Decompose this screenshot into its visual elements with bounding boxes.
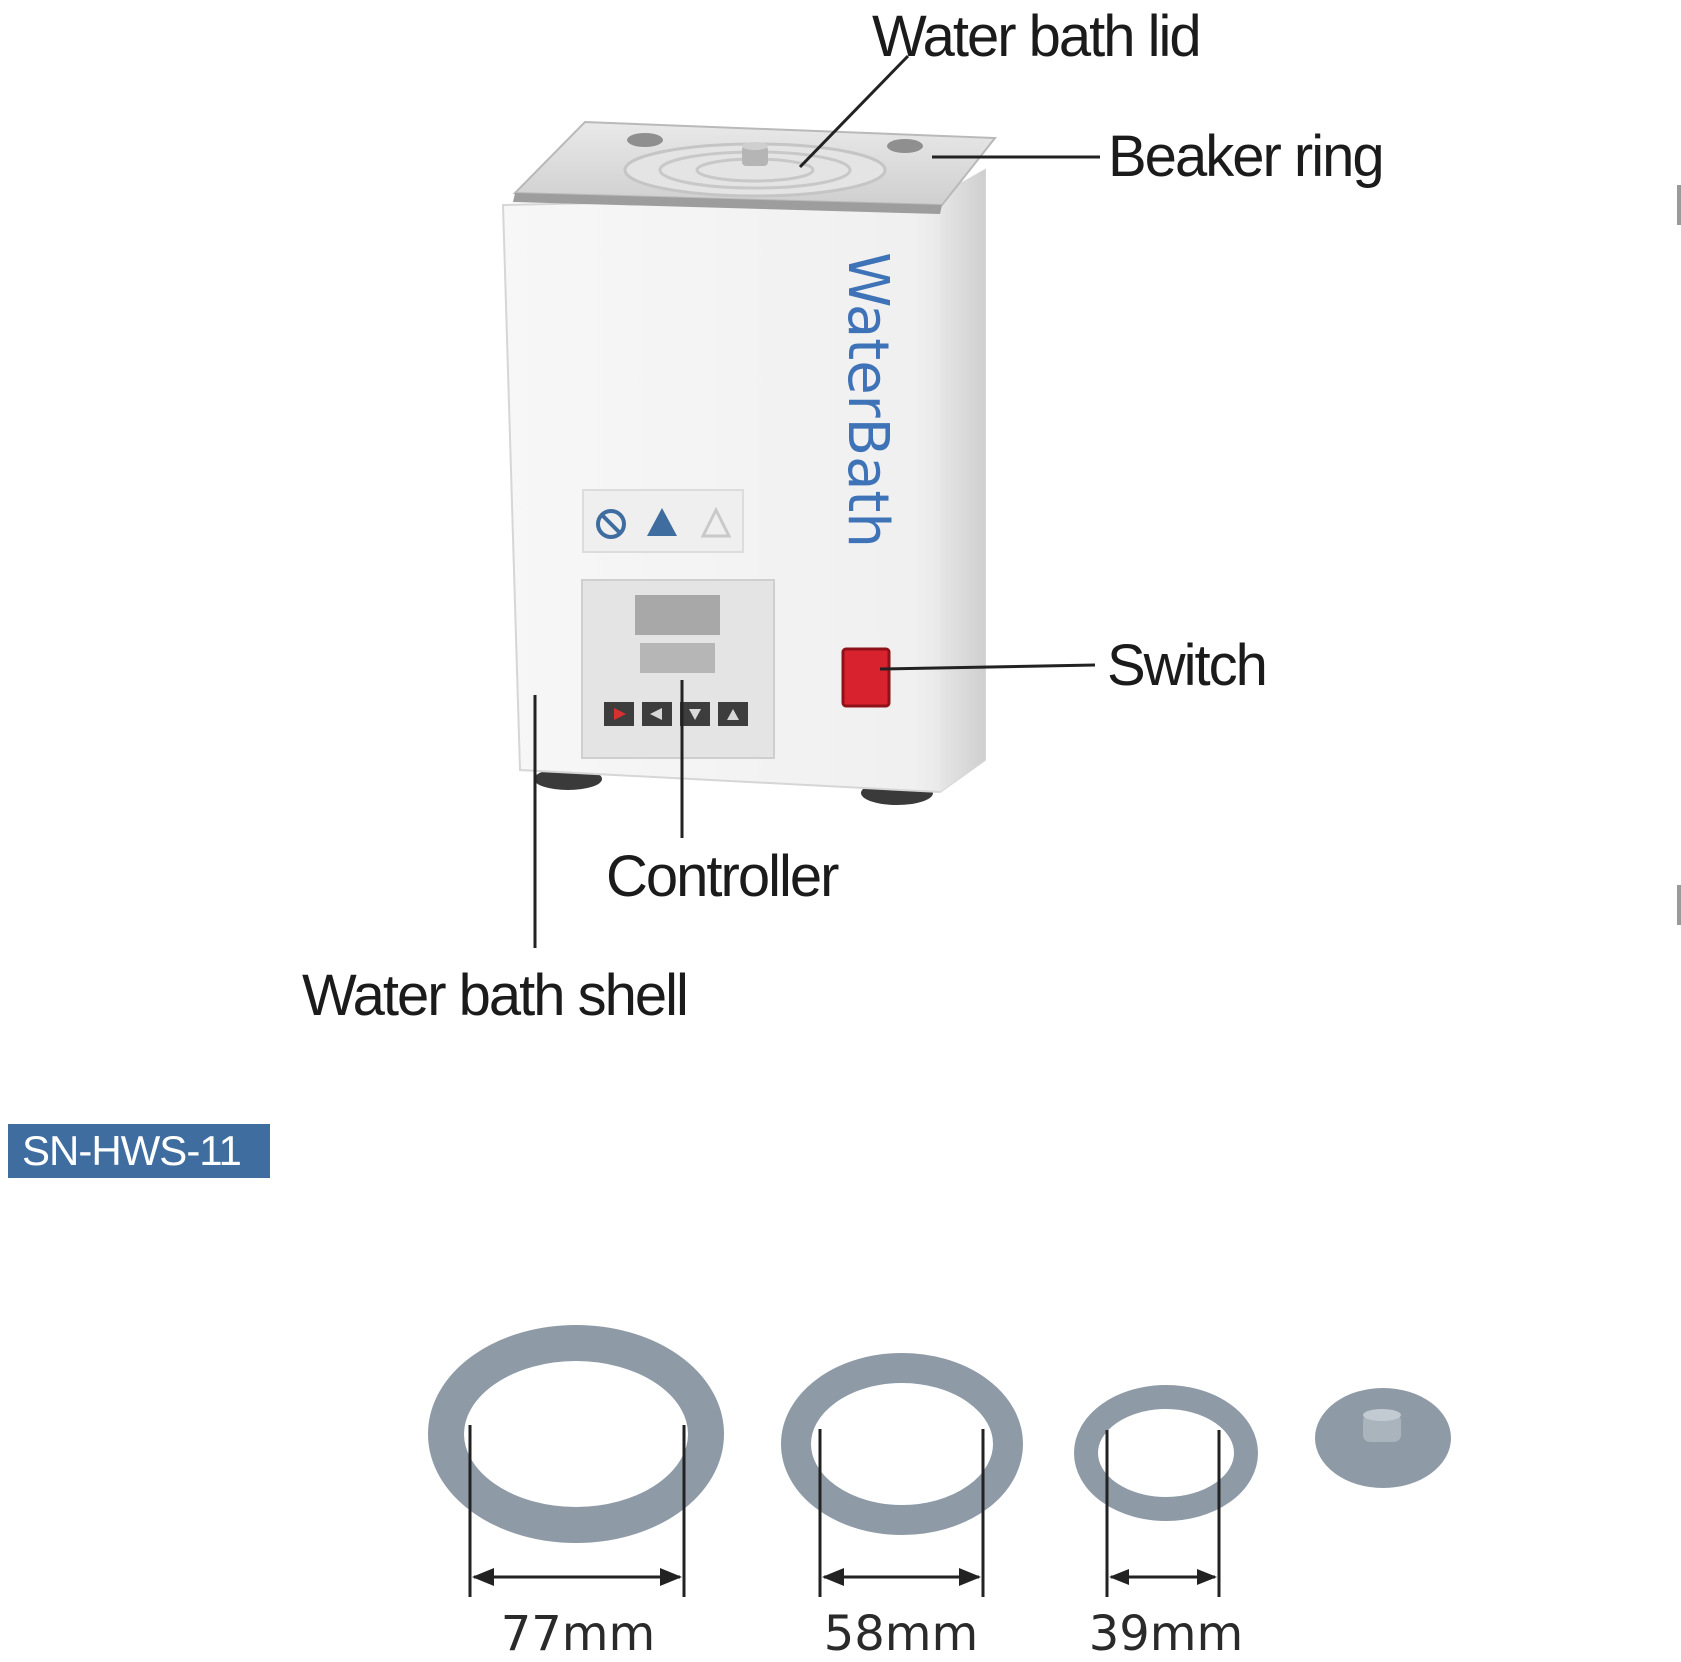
lid-knob [742, 146, 768, 166]
ring-39mm [1074, 1385, 1258, 1521]
up-arrow-icon [727, 709, 739, 720]
lid-plug-knob [1363, 1414, 1401, 1442]
beaker-ring-left [627, 133, 663, 147]
edge-mark-top [1677, 185, 1681, 225]
model-badge: SN-HWS-11 [8, 1124, 270, 1178]
left-arrow-icon [650, 708, 662, 720]
no-entry-icon [596, 509, 626, 539]
down-arrow-icon [689, 709, 701, 720]
ring-58mm [781, 1353, 1023, 1535]
leader-line-lid [798, 54, 910, 169]
no-entry-icon-bar [600, 513, 622, 535]
leader-line-switch [879, 663, 1096, 671]
callout-controller: Controller [606, 844, 839, 909]
callout-beaker-ring: Beaker ring [1108, 124, 1385, 189]
dimension-77mm [468, 1425, 686, 1597]
beaker-ring-right [887, 139, 923, 153]
electric-hazard-icon [647, 508, 677, 536]
lid-plug-knob-top [1363, 1409, 1401, 1421]
temperature-display-bottom [640, 643, 715, 673]
dimension-label-58mm: 58mm [823, 1606, 979, 1662]
dimension-label-39mm: 39mm [1088, 1606, 1244, 1662]
brand-text: WaterBath [835, 252, 900, 548]
caution-icon [700, 506, 732, 538]
dimension-39mm [1105, 1430, 1221, 1597]
lid-knob-top [742, 142, 768, 150]
power-switch [841, 647, 891, 708]
dimension-58mm [818, 1429, 985, 1597]
water-bath-rim [513, 193, 942, 214]
temperature-display-top [635, 595, 720, 635]
callout-switch: Switch [1107, 633, 1268, 698]
edge-mark-bottom [1677, 885, 1681, 925]
dimension-label-77mm: 77mm [500, 1606, 656, 1662]
callout-water-bath-lid: Water bath lid [872, 4, 1202, 69]
run-arrow-icon [614, 708, 626, 720]
water-bath-side [940, 170, 985, 792]
ring-77mm [428, 1325, 724, 1543]
callout-water-bath-shell: Water bath shell [302, 963, 689, 1028]
